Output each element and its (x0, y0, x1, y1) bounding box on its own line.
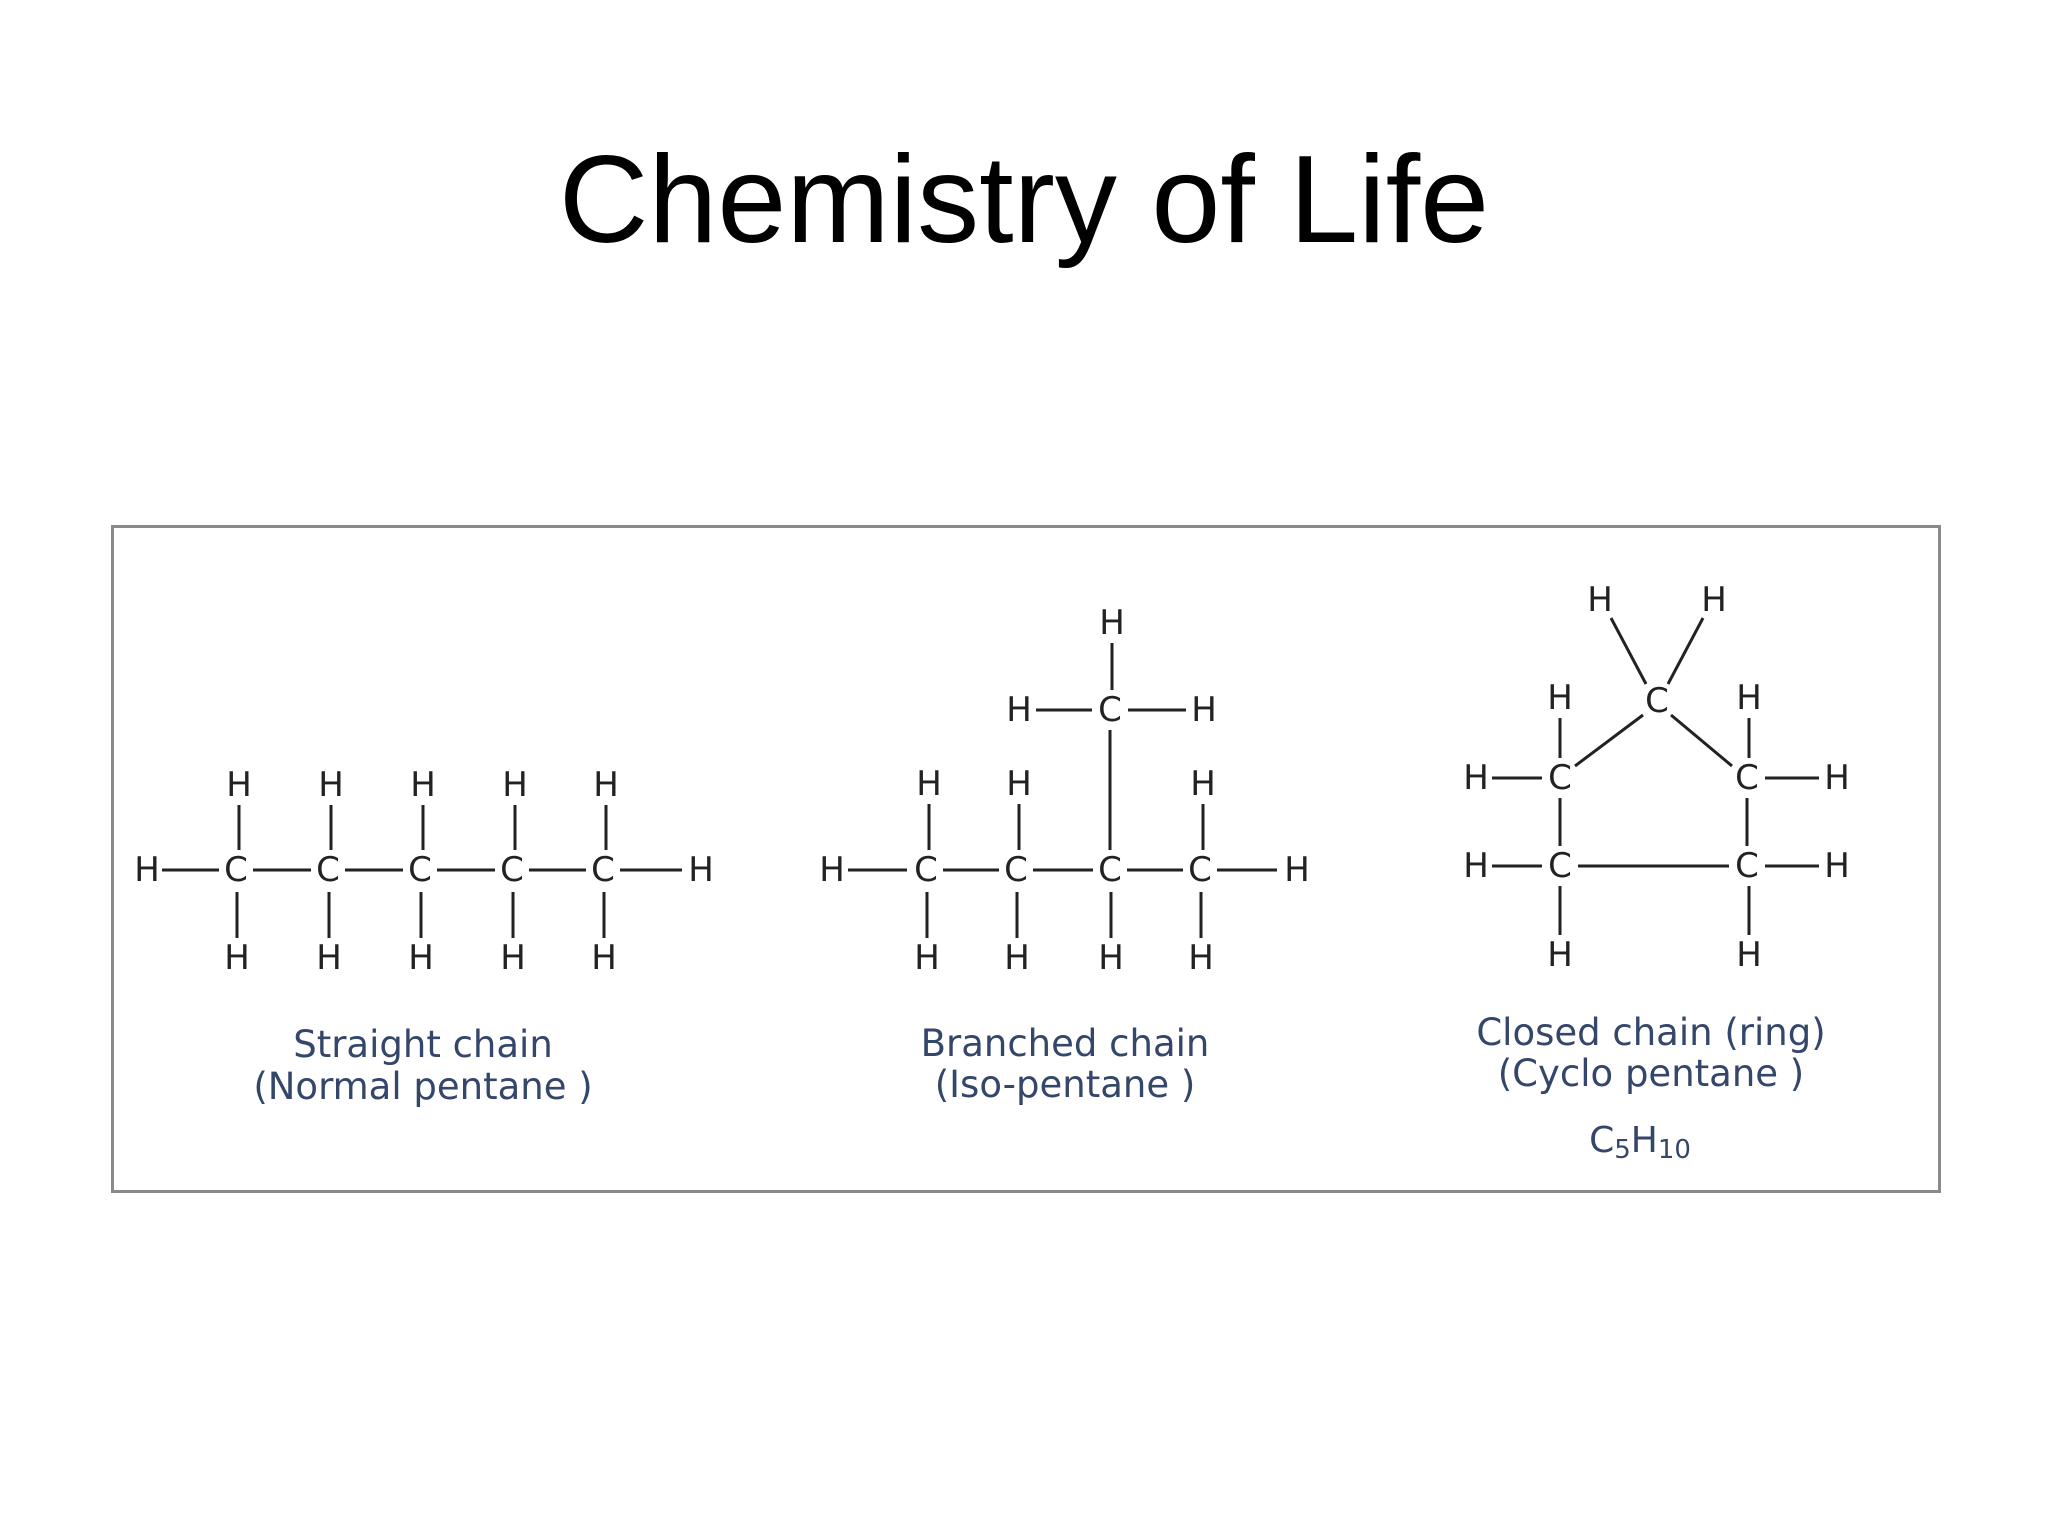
ring-hydrogen-lower-left-bottom: H (1547, 935, 1573, 975)
ring-hydrogen-lower-left-side: H (1463, 846, 1489, 886)
ring-bond-top-h-right (1666, 617, 1705, 685)
straight-hydrogen-top-1: H (226, 765, 252, 805)
straight-hydrogen-top-2: H (318, 765, 344, 805)
ring-hydrogen-upper-right-side: H (1824, 758, 1850, 798)
ring-carbon-upper-left: C (1548, 758, 1572, 798)
straight-hydrogen-bottom-1: H (224, 938, 250, 978)
branched-methyl-hydrogen-right: H (1191, 690, 1217, 730)
branched-hydrogen-bottom-3: H (1098, 938, 1124, 978)
ring-carbon-top: C (1645, 681, 1669, 721)
ring-carbon-lower-right: C (1735, 846, 1759, 886)
branched-terminal-hydrogen-right: H (1284, 850, 1310, 890)
bonds-layer (162, 617, 1819, 938)
ring-hydrogen-upper-left-top: H (1547, 678, 1573, 718)
closed-chain-caption-line1: Closed chain (ring) (1476, 1011, 1825, 1054)
branched-carbon-1: C (914, 850, 938, 890)
branched-hydrogen-top-2: H (1006, 764, 1032, 804)
branched-hydrogen-bottom-4: H (1188, 938, 1214, 978)
straight-terminal-hydrogen-left: H (134, 850, 160, 890)
straight-carbon-2: C (316, 850, 340, 890)
branched-hydrogen-bottom-2: H (1004, 938, 1030, 978)
formula-hydrogen-count: 10 (1658, 1135, 1691, 1165)
branched-hydrogen-bottom-1: H (914, 938, 940, 978)
branched-carbon-4: C (1188, 850, 1212, 890)
straight-hydrogen-bottom-5: H (591, 938, 617, 978)
cyclopentane-molecular-formula: C5H10 (1589, 1120, 1691, 1165)
straight-hydrogen-bottom-3: H (408, 938, 434, 978)
ring-bond-top-left (1574, 713, 1644, 768)
branched-chain-caption-line1: Branched chain (921, 1022, 1210, 1065)
straight-hydrogen-bottom-2: H (316, 938, 342, 978)
straight-hydrogen-bottom-4: H (500, 938, 526, 978)
straight-chain-caption-line1: Straight chain (293, 1023, 553, 1066)
formula-hydrogen-symbol: H (1631, 1120, 1658, 1161)
ring-hydrogen-top-left: H (1587, 580, 1613, 620)
ring-carbon-lower-left: C (1548, 846, 1572, 886)
ring-carbon-upper-right: C (1735, 758, 1759, 798)
branched-methyl-hydrogen-top: H (1099, 603, 1125, 643)
straight-terminal-hydrogen-right: H (688, 850, 714, 890)
straight-hydrogen-top-4: H (502, 765, 528, 805)
ring-hydrogen-upper-right-top: H (1736, 678, 1762, 718)
branched-carbon-3: C (1098, 850, 1122, 890)
ring-bond-top-h-left (1609, 617, 1648, 685)
ring-hydrogen-upper-left-side: H (1463, 758, 1489, 798)
straight-carbon-5: C (591, 850, 615, 890)
branched-chain-caption-line2: (Iso-pentane ) (935, 1063, 1196, 1106)
slide-title: Chemistry of Life (558, 131, 1490, 269)
branched-methyl-carbon: C (1098, 690, 1122, 730)
branched-terminal-hydrogen-left: H (819, 850, 845, 890)
straight-hydrogen-top-5: H (593, 765, 619, 805)
ring-hydrogen-top-right: H (1701, 580, 1727, 620)
closed-chain-caption-line2: (Cyclo pentane ) (1498, 1052, 1804, 1095)
formula-carbon-symbol: C (1589, 1120, 1614, 1161)
ring-hydrogen-lower-right-bottom: H (1736, 935, 1762, 975)
straight-hydrogen-top-3: H (410, 765, 436, 805)
ring-hydrogen-lower-right-side: H (1824, 846, 1850, 886)
ring-bond-top-right (1670, 713, 1733, 768)
formula-carbon-count: 5 (1614, 1135, 1631, 1165)
branched-methyl-hydrogen-left: H (1006, 690, 1032, 730)
straight-carbon-3: C (408, 850, 432, 890)
straight-carbon-4: C (500, 850, 524, 890)
branched-hydrogen-top-4: H (1190, 764, 1216, 804)
branched-carbon-2: C (1004, 850, 1028, 890)
straight-carbon-1: C (224, 850, 248, 890)
branched-hydrogen-top-1: H (916, 764, 942, 804)
straight-chain-caption-line2: (Normal pentane ) (253, 1065, 592, 1108)
